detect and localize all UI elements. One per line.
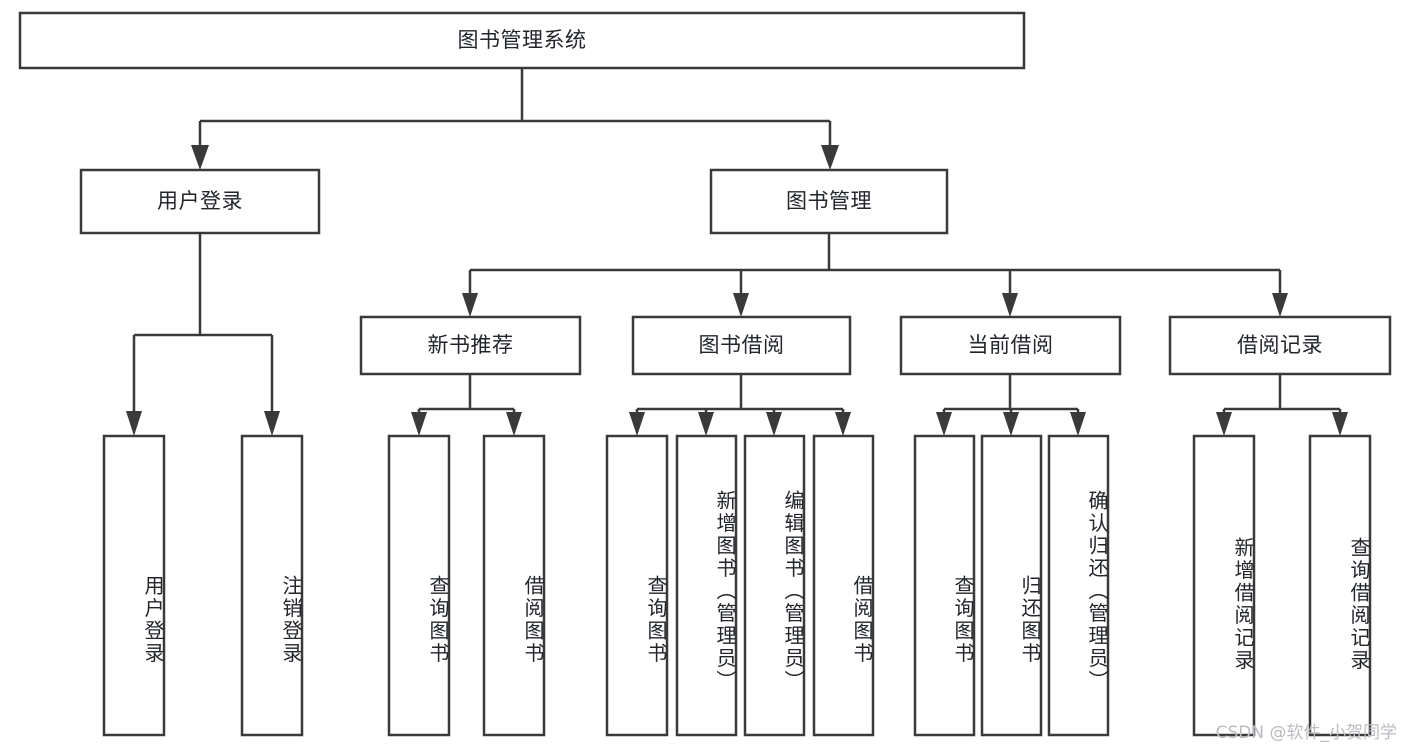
leaf-box-0[interactable] (102, 434, 166, 737)
connector-book-management-to-level3 (462, 233, 1288, 317)
connector-root-to-level2 (191, 68, 839, 170)
leaf-box-4[interactable] (605, 434, 669, 737)
leaf-box-8[interactable] (913, 434, 976, 737)
node-box-book-management[interactable] (709, 168, 949, 235)
node-box-borrow-record[interactable] (1168, 315, 1392, 376)
leaf-box-2[interactable] (387, 434, 451, 737)
leaf-box-11[interactable] (1192, 434, 1256, 737)
connector-book-borrow-to-leaves (629, 374, 851, 436)
leaf-box-10[interactable] (1047, 434, 1110, 737)
node-box-user-login[interactable] (79, 168, 321, 235)
connector-user-login-to-leaves (126, 233, 280, 436)
node-box-current-borrow[interactable] (899, 315, 1122, 376)
connector-current-borrow-to-leaves (936, 374, 1086, 436)
leaf-box-3[interactable] (482, 434, 546, 737)
leaf-box-1[interactable] (240, 434, 304, 737)
leaf-box-12[interactable] (1308, 434, 1372, 737)
node-box-book-borrow[interactable] (631, 315, 852, 376)
leaf-box-9[interactable] (980, 434, 1043, 737)
node-box-new-book-recommend[interactable] (359, 315, 582, 376)
connector-borrow-record-to-leaves (1216, 374, 1348, 436)
connector-new-book-recommend-to-leaves (411, 374, 522, 436)
leaf-box-6[interactable] (743, 434, 806, 737)
leaf-box-7[interactable] (812, 434, 875, 737)
leaf-box-5[interactable] (675, 434, 738, 737)
node-box-root[interactable] (18, 11, 1026, 70)
